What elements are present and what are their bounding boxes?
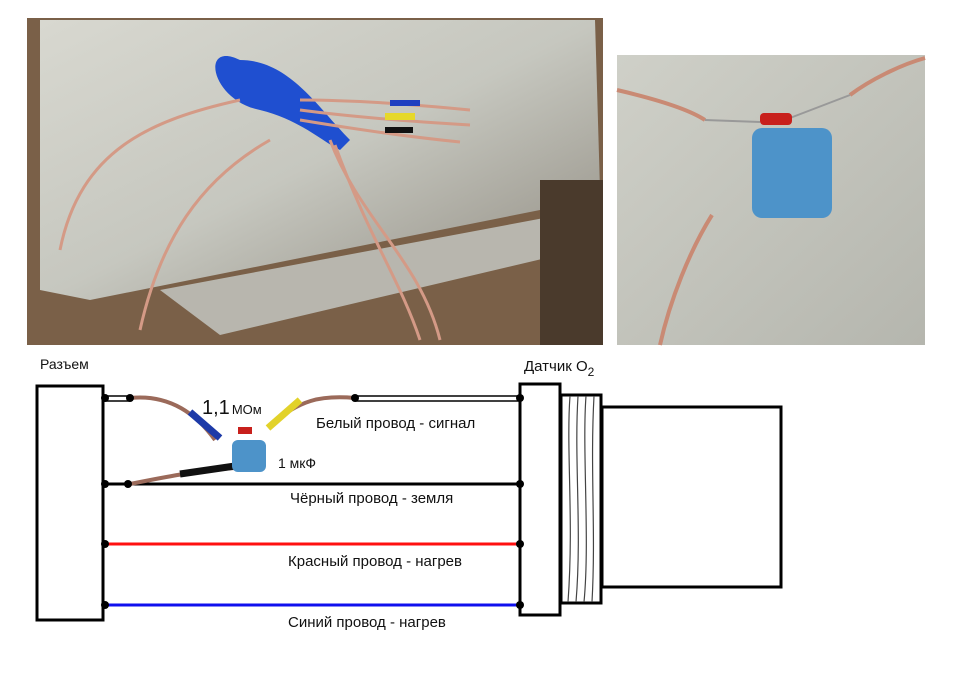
photo-resistor-capacitor xyxy=(616,55,926,346)
wire-label-heater-blue: Синий провод - нагрев xyxy=(288,614,446,631)
connector-box xyxy=(35,384,105,622)
sensor-head xyxy=(600,405,783,589)
photo-wrapped-harness xyxy=(27,18,603,345)
wire-label-signal: Белый провод - сигнал xyxy=(316,415,475,432)
wire-signal xyxy=(103,395,520,442)
wire-ground xyxy=(103,462,520,486)
sensor-body xyxy=(518,382,562,617)
capacitor-photo xyxy=(752,128,832,218)
resistor-photo xyxy=(760,113,792,125)
sensor-label: Датчик O2 xyxy=(524,358,595,379)
capacitor-icon xyxy=(232,440,266,472)
wire-label-heater-red: Красный провод - нагрев xyxy=(288,553,462,570)
wire-label-ground: Чёрный провод - земля xyxy=(290,490,453,507)
capacitor-value: 1 мкФ xyxy=(278,455,316,471)
connector-label: Разъем xyxy=(40,356,89,372)
junction-dots xyxy=(101,394,524,609)
wiring-diagram: Разъем Датчик O2 xyxy=(35,356,783,631)
sensor-thread xyxy=(559,393,603,605)
